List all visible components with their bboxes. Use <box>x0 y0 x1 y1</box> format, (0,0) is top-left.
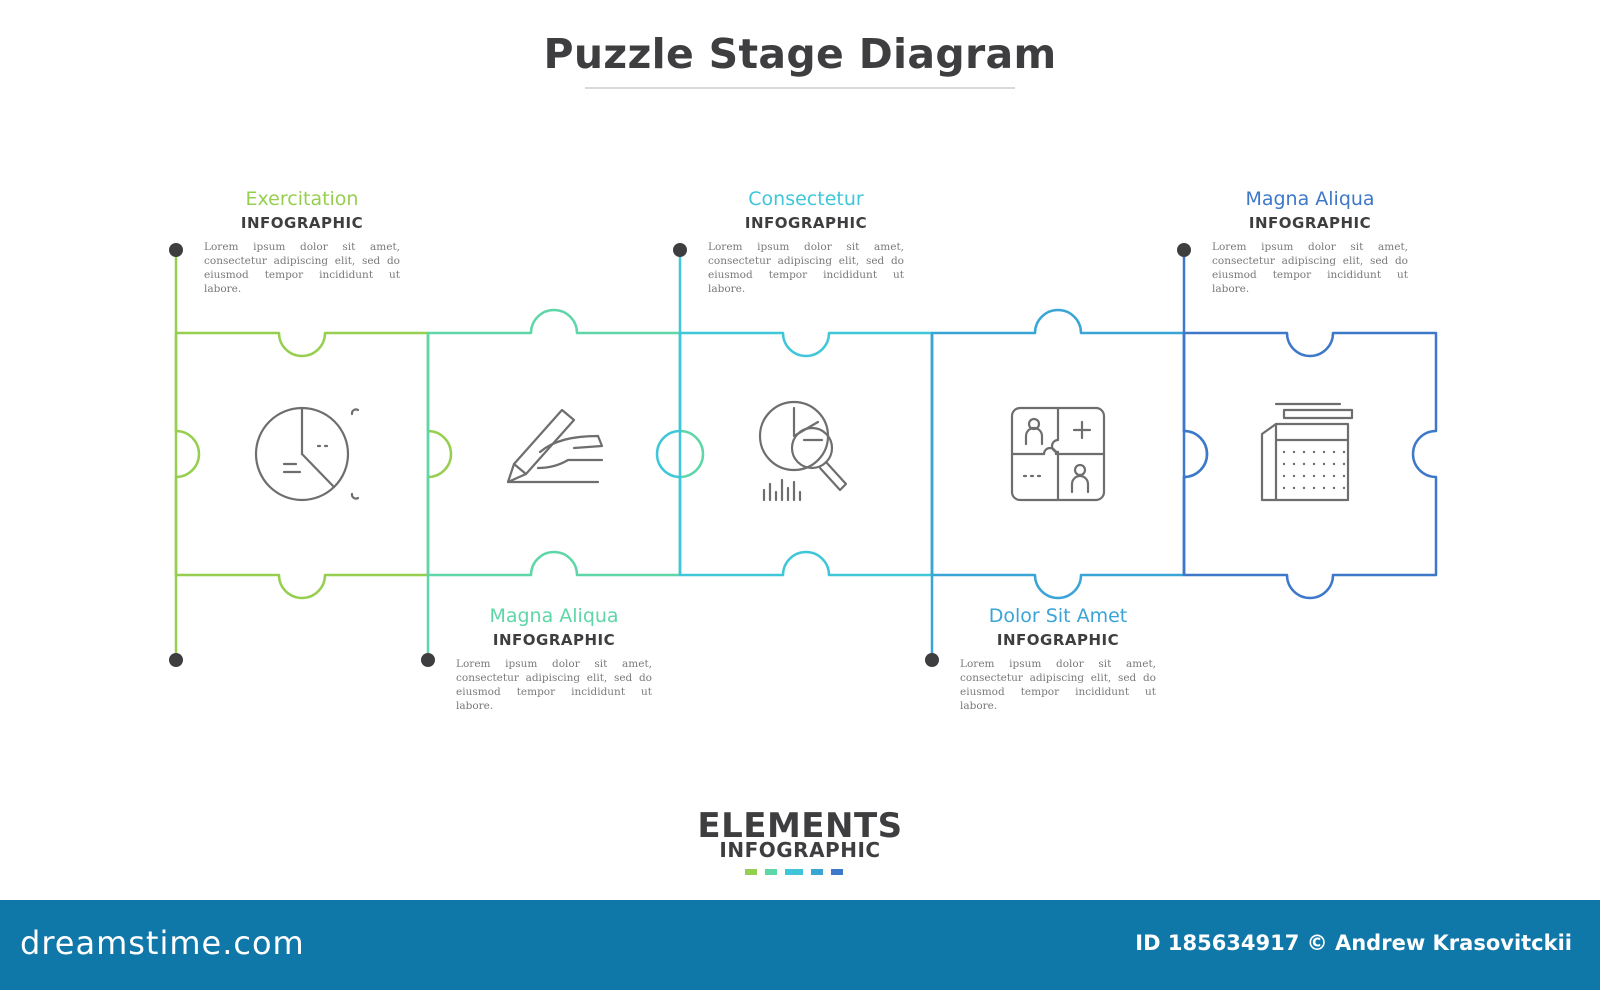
pie-chart-icon <box>254 406 360 502</box>
step-heading: Magna Aliqua <box>1245 188 1375 210</box>
footer-credit: ID 185634917 © Andrew Krasovitckii <box>1135 931 1572 955</box>
puzzle-piece-2 <box>426 308 705 577</box>
step-icons <box>254 400 1354 502</box>
puzzle-diagram <box>169 243 1438 667</box>
data-analysis-icon <box>758 400 848 502</box>
logo-dash-2 <box>765 869 777 875</box>
step-subheading: INFOGRAPHIC <box>744 214 868 232</box>
connector-dot-4 <box>925 653 939 667</box>
calendar-plan-icon <box>1260 402 1354 502</box>
connector-dot-2 <box>421 653 435 667</box>
logo-dash-3 <box>785 869 803 875</box>
step-body-text: Lorem ipsum dolor sit amet, consectetur … <box>960 658 1156 712</box>
step-body-text: Lorem ipsum dolor sit amet, consectetur … <box>1212 241 1408 295</box>
logo-infographic: INFOGRAPHIC <box>719 838 881 862</box>
logo-dash-5 <box>831 869 843 875</box>
step-heading: Consectetur <box>748 188 864 210</box>
connector-dot-3 <box>673 243 687 257</box>
step-subheading: INFOGRAPHIC <box>240 214 364 232</box>
step-subheading: INFOGRAPHIC <box>996 631 1120 649</box>
logo-dash-1 <box>745 869 757 875</box>
connector-dot-start <box>169 653 183 667</box>
step-subheading: INFOGRAPHIC <box>1248 214 1372 232</box>
connector-dot-5 <box>1177 243 1191 257</box>
step-heading: Exercitation <box>245 188 359 210</box>
step-body-text: Lorem ipsum dolor sit amet, consectetur … <box>204 241 400 295</box>
page-title: Puzzle Stage Diagram <box>543 30 1057 78</box>
step-subheading: INFOGRAPHIC <box>492 631 616 649</box>
puzzle-pieces <box>174 308 1438 600</box>
connector-lines <box>169 243 1191 667</box>
puzzle-piece-5 <box>1182 331 1438 600</box>
footer-brand: dreamstime.com <box>20 924 305 962</box>
step-body-text: Lorem ipsum dolor sit amet, consectetur … <box>708 241 904 295</box>
footer-bar: dreamstime.com ID 185634917 © Andrew Kra… <box>0 900 1600 990</box>
step-heading: Dolor Sit Amet <box>988 605 1128 627</box>
step-heading: Magna Aliqua <box>489 605 619 627</box>
logo-elements: ELEMENTS <box>697 806 903 846</box>
hand-writing-icon <box>506 408 604 484</box>
logo-dash-4 <box>811 869 823 875</box>
connector-dot-1 <box>169 243 183 257</box>
step-body-text: Lorem ipsum dolor sit amet, consectetur … <box>456 658 652 712</box>
title-underline <box>585 87 1015 89</box>
puzzle-piece-3 <box>655 331 934 577</box>
team-puzzle-icon <box>1010 406 1106 502</box>
